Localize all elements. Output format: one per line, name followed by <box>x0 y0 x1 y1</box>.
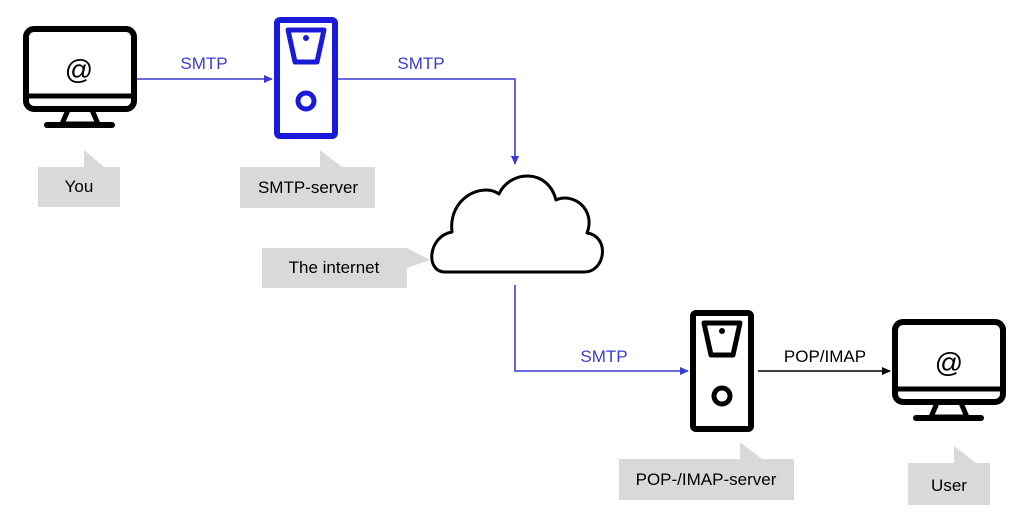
cloud-icon <box>430 174 604 274</box>
edge-pop-imap-server-to-user: POP/IMAP <box>758 347 891 375</box>
server-tower-icon <box>690 310 754 432</box>
edge-label-smtp: SMTP <box>397 54 444 73</box>
node-label-you: You <box>65 177 94 196</box>
callout-internet: The internet <box>262 248 430 288</box>
edge-smtp-server-to-internet: SMTP <box>337 54 519 165</box>
node-label-pop-imap-server: POP-/IMAP-server <box>636 470 777 489</box>
edge-label-smtp: SMTP <box>580 347 627 366</box>
node-smtp-server: SMTP-server <box>240 17 375 208</box>
callout-user: User <box>908 446 990 505</box>
edge-label-smtp: SMTP <box>180 54 227 73</box>
callout-pop-imap-server: POP-/IMAP-server <box>619 442 794 500</box>
edge-internet-to-pop-imap-server: SMTP <box>514 285 689 375</box>
monitor-icon: @ <box>23 26 137 128</box>
node-you: @ You <box>23 26 137 207</box>
callout-you: You <box>38 150 120 207</box>
node-label-smtp-server: SMTP-server <box>258 178 358 197</box>
edge-label-pop-imap: POP/IMAP <box>784 347 866 366</box>
node-pop-imap-server: POP-/IMAP-server <box>619 310 794 500</box>
node-user: @ User <box>892 319 1006 505</box>
monitor-icon: @ <box>892 319 1006 421</box>
callout-smtp-server: SMTP-server <box>240 150 375 208</box>
server-tower-icon <box>274 17 338 139</box>
node-label-user: User <box>931 476 967 495</box>
node-label-internet: The internet <box>289 258 380 277</box>
at-icon: @ <box>65 54 93 85</box>
edge-you-to-smtp-server: SMTP <box>136 54 273 83</box>
at-icon: @ <box>935 347 963 378</box>
node-internet: The internet <box>262 174 604 288</box>
